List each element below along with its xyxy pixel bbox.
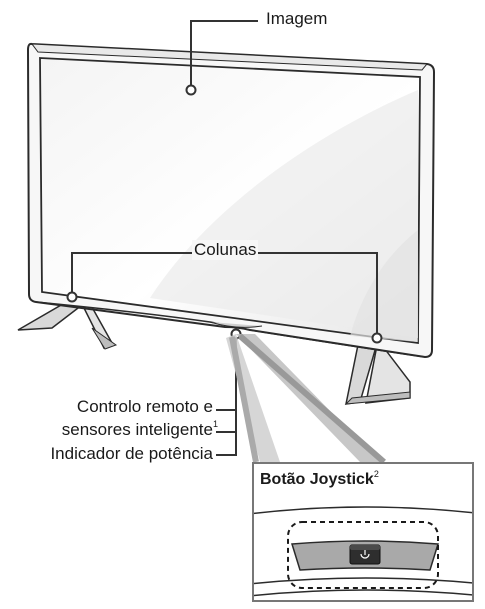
remote-sensor-label-line1: Controlo remoto e — [76, 397, 213, 416]
screen-leader — [190, 20, 258, 90]
power-icon — [360, 550, 370, 559]
footnote-2: 2 — [373, 468, 379, 479]
screen-label: Imagem — [266, 9, 328, 28]
tv-frame — [26, 42, 436, 359]
remote-sensor-label-line2: sensores inteligente1 — [61, 419, 218, 439]
speakers-label: Colunas — [192, 240, 259, 260]
power-indicator-label: Indicador de potência — [50, 444, 213, 463]
right-speaker-marker — [371, 332, 383, 344]
screen-marker — [185, 84, 197, 96]
joystick-detail — [254, 506, 472, 597]
joystick-highlight — [287, 521, 439, 589]
right-stand — [344, 334, 411, 405]
footnote-1: 1 — [212, 419, 218, 430]
zoom-funnel — [226, 333, 386, 465]
left-speaker-marker — [66, 291, 78, 303]
joystick-callout: Botão Joystick2 — [252, 462, 474, 602]
joystick-title: Botão Joystick2 — [260, 468, 379, 488]
